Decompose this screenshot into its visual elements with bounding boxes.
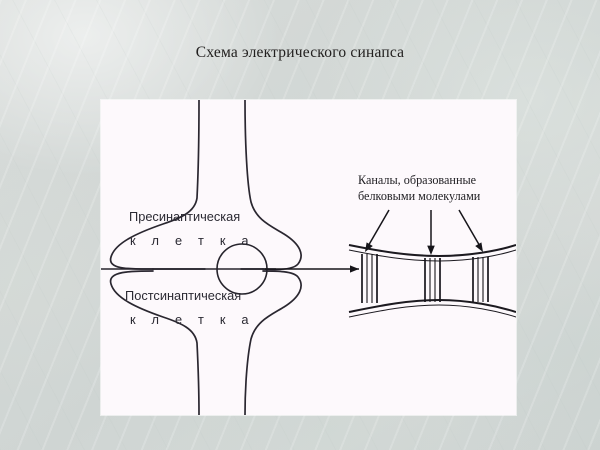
callout-line-2: белковыми молекулами [358,189,481,203]
electrical-synapse-diagram: Каналы, образованные белковыми молекулам… [101,100,516,415]
postsynaptic-cell-shape [109,270,302,415]
down-arrow-icon-1 [365,209,390,252]
protein-channel-3 [472,257,489,302]
down-arrow-icon-2 [427,210,435,255]
presynaptic-label-line-2: к л е т к а [130,233,255,248]
protein-channel-2 [424,258,441,302]
callout-line-1: Каналы, образованные [358,173,476,187]
page-title: Схема электрического синапса [195,44,405,61]
presynaptic-label-line-1: Пресинаптическая [129,209,240,224]
gap-junction-detail [348,209,516,318]
postsynaptic-label-line-2: к л е т к а [130,312,255,327]
protein-channel-1 [361,254,378,303]
figure-panel: Каналы, образованные белковыми молекулам… [101,100,516,415]
down-arrow-icon-3 [458,209,483,252]
postsynaptic-label-line-1: Постсинаптическая [125,288,241,303]
right-arrow-icon [265,265,359,273]
